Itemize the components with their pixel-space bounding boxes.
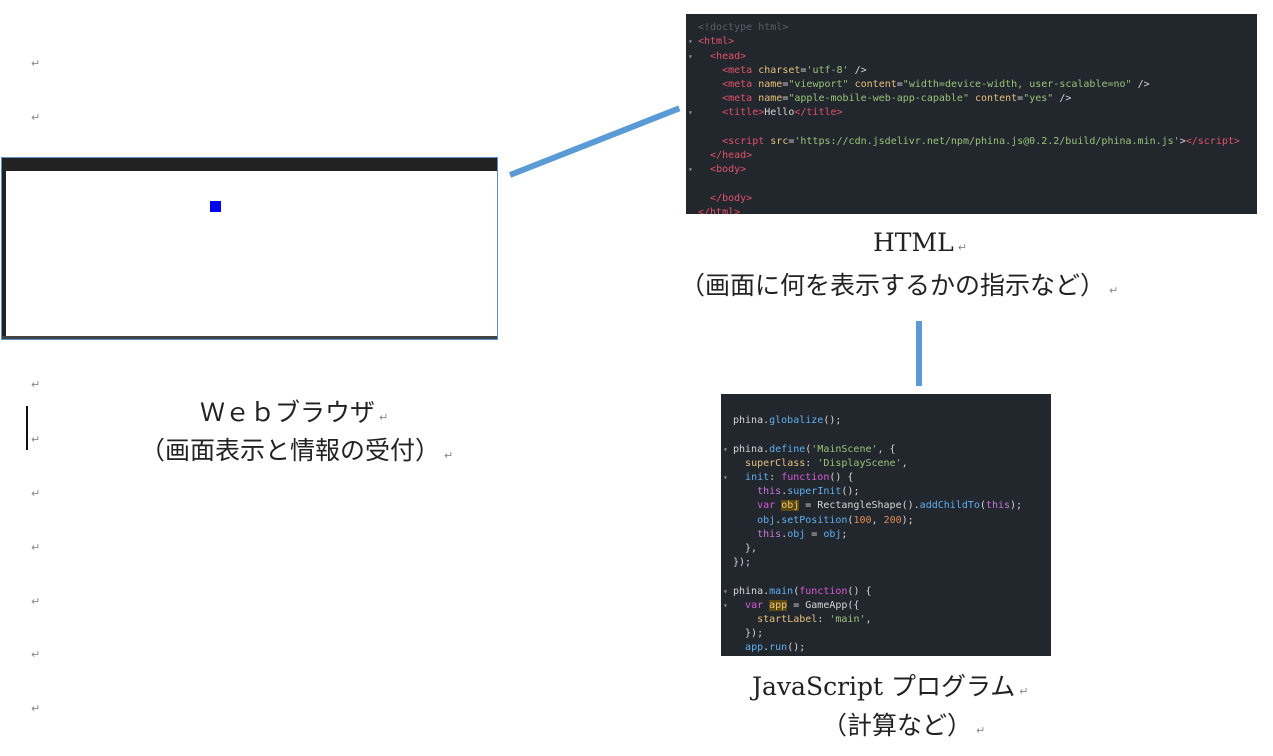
connector-line-browser-html [508, 105, 681, 178]
code-line: var app = GameApp({ [721, 599, 1051, 613]
browser-titlebar [2, 158, 497, 171]
code-line: <meta name="viewport" content="width=dev… [722, 79, 1150, 91]
paragraph-mark: ↵ [31, 648, 41, 661]
code-line: app.run(); [745, 642, 806, 654]
code-line: }, [733, 543, 758, 555]
paragraph-mark: ↵ [31, 595, 41, 608]
code-line: superClass: 'DisplayScene', [745, 457, 908, 469]
code-line: this.superInit(); [757, 486, 860, 498]
code-line: phina.main(function() { [721, 585, 1051, 599]
paragraph-mark: ↵ [31, 57, 41, 70]
code-line: <script src='https://cdn.jsdelivr.net/np… [722, 135, 1240, 147]
js-code-panel: phina.globalize(); phina.define('MainSce… [721, 394, 1051, 656]
browser-frame-bottom [2, 336, 497, 339]
html-code-panel: <!doctype html><html> <head> <meta chars… [686, 14, 1257, 214]
code-line: }); [733, 628, 764, 640]
browser-frame-left [2, 171, 6, 339]
code-line [686, 177, 1257, 191]
paragraph-mark: ↵ [31, 487, 41, 500]
code-line: </html> [698, 206, 741, 214]
code-line: <body> [686, 163, 1257, 177]
paragraph-mark: ↵ [31, 541, 41, 554]
code-line: <html> [686, 35, 1257, 49]
js-caption-line1: JavaScript プログラム↵ [752, 672, 1029, 701]
code-line: <!doctype html> [698, 22, 789, 34]
code-line: <head> [686, 50, 1257, 64]
html-caption-line1: HTML↵ [873, 228, 967, 257]
code-line: this.obj = obj; [757, 528, 848, 540]
paragraph-mark: ↵ [31, 702, 41, 715]
connector-line-html-js [916, 321, 922, 386]
browser-caption-line1: Ｗｅｂブラウザ↵ [200, 398, 389, 427]
paragraph-mark: ↵ [31, 378, 41, 391]
code-line [721, 428, 1051, 442]
code-line: phina.globalize(); [733, 415, 842, 427]
code-line [721, 570, 1051, 584]
code-line: }); [733, 557, 752, 569]
code-line: startLabel: 'main', [757, 614, 872, 626]
code-line: obj.setPosition(100, 200); [757, 514, 914, 526]
paragraph-mark: ↵ [31, 111, 41, 124]
browser-window-image [1, 157, 498, 340]
code-line: var obj = RectangleShape().addChildTo(th… [757, 500, 1023, 512]
code-line: </body> [710, 192, 753, 204]
blue-square-shape [210, 201, 221, 212]
js-caption-line2: （計算など）↵ [822, 711, 986, 740]
paragraph-mark: ↵ [31, 433, 41, 446]
code-line: </head> [710, 150, 753, 162]
browser-caption-line2: （画面表示と情報の受付）↵ [140, 436, 454, 465]
code-line: phina.define('MainScene', { [721, 443, 1051, 457]
code-line: init: function() { [721, 471, 1051, 485]
html-caption-line2: （画面に何を表示するかの指示など）↵ [680, 271, 1119, 300]
code-line [686, 121, 1257, 135]
text-cursor [26, 406, 28, 450]
code-line: <meta charset='utf-8' /> [722, 64, 867, 76]
code-line: <meta name="apple-mobile-web-app-capable… [722, 93, 1072, 105]
code-line: <title>Hello</title> [686, 106, 1257, 120]
